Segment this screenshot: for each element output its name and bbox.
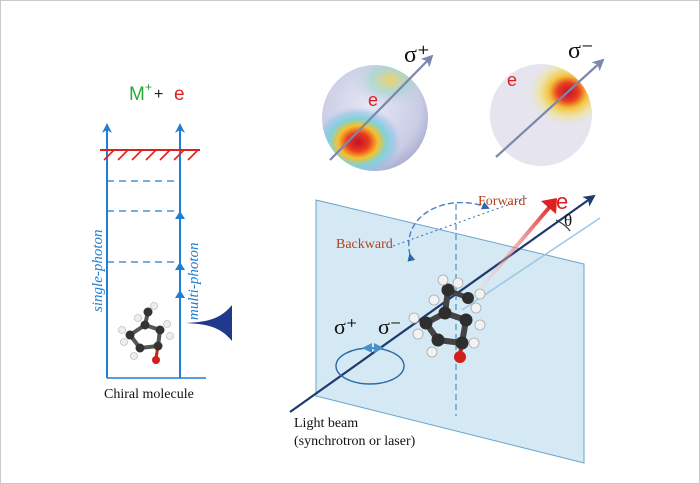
polarization-axis-arrow (495, 58, 605, 158)
photoelectron-geometry: Forward Backward e θ σ⁺ σ⁻ Light beam (s… (289, 189, 601, 464)
molecule-icon-large (408, 274, 486, 363)
theta-angle-arc (555, 219, 571, 232)
polarization-arrowhead (374, 343, 384, 353)
plus-sign: + (154, 86, 163, 103)
laser-pulse-icon (186, 305, 232, 341)
detection-plane (315, 199, 585, 464)
theta-label: θ (564, 211, 572, 230)
molecule-icon-small (118, 302, 174, 364)
forward-label: Forward (478, 194, 525, 209)
light-beam-source: (synchrotron or laser) (294, 434, 416, 449)
molecule-caption: Chiral molecule (104, 387, 194, 402)
sigma-minus-label: σ⁻ (378, 314, 401, 339)
photon-step-arrowhead (175, 262, 185, 270)
electron-symbol: e (368, 90, 378, 110)
sphere-sigma-minus: e σ⁻ (490, 38, 605, 166)
ion-species: M (129, 84, 145, 105)
single-photon-label: single-photon (90, 230, 106, 313)
polarization-arrowhead (362, 343, 372, 353)
sigma-plus-label: σ⁺ (334, 314, 357, 339)
polarization-axis-arrow (329, 54, 434, 161)
sphere-sigma-plus: e σ⁺ (322, 42, 434, 171)
ion-charge: + (145, 80, 152, 94)
electron-symbol: e (507, 70, 517, 90)
forward-backward-arc (407, 201, 490, 262)
sigma-plus-label: σ⁺ (404, 42, 430, 68)
sigma-minus-label: σ⁻ (568, 38, 594, 64)
photon-step-arrowhead (175, 211, 185, 219)
backward-label: Backward (336, 237, 393, 252)
multi-photon-label: multi-photon (186, 243, 202, 321)
electron-arrowhead (541, 198, 557, 214)
photon-step-arrowhead (175, 290, 185, 298)
ionization-threshold (100, 149, 200, 161)
electron-symbol: e (174, 84, 185, 105)
electron-label: e (556, 189, 568, 214)
light-beam-label: Light beam (294, 416, 358, 431)
energy-diagram: M + + e single-photon multi-photon Chira… (90, 80, 232, 402)
